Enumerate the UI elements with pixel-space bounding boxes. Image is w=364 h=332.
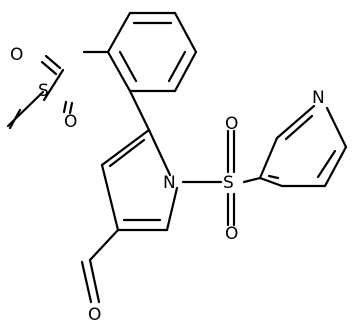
pyridine-ring: N xyxy=(258,88,348,188)
pyrrole-ring: N xyxy=(100,128,179,232)
aldehyde-group: O xyxy=(80,228,120,325)
atom-o-methylsulfonyl-bottom: O xyxy=(64,112,77,132)
sulfonyl-group: S O O xyxy=(181,114,262,244)
atom-o-sulfonyl-bottom: O xyxy=(225,224,238,244)
aryl-pyrrole-bond xyxy=(128,89,151,132)
atom-s-methylsulfonyl: S xyxy=(38,81,49,101)
benzene-ring xyxy=(106,11,198,93)
atom-n-pyridine: N xyxy=(312,88,325,108)
atom-o-sulfonyl-top: O xyxy=(225,114,238,134)
atom-o-methylsulfonyl-top: O xyxy=(10,45,23,65)
atom-o-aldehyde: O xyxy=(88,305,101,325)
atom-n-pyrrole: N xyxy=(163,173,176,193)
methylsulfonyl-group: S O O xyxy=(6,45,110,132)
atom-s-sulfonyl: S xyxy=(223,173,234,193)
